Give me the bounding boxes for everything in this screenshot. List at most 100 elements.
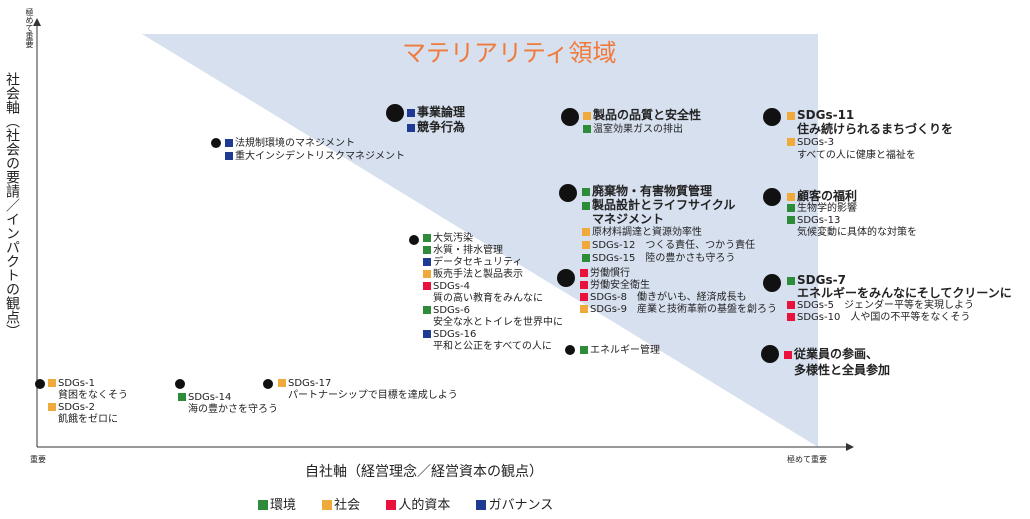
issue-marker: [409, 235, 419, 245]
issue-marker: [263, 379, 273, 389]
issue-text: エネルギー管理: [590, 345, 660, 356]
materiality-region: [142, 34, 818, 447]
issue-text: SDGs-3: [797, 137, 834, 148]
category-environment-marker: [423, 306, 431, 314]
issue-text: 労働慣行: [590, 268, 630, 279]
issue-text: 製品設計とライフサイクル: [592, 198, 736, 212]
issue-text: SDGs-9 産業と技術革新の基盤を創ろう: [590, 304, 777, 315]
issue-line: すべての人に健康と福祉を: [787, 149, 953, 162]
issue-text: SDGs-7: [797, 273, 846, 287]
issue-line: データセキュリティ: [423, 257, 563, 269]
issue-line: エネルギーをみんなにそしてクリーンに: [787, 287, 1012, 300]
issue-text: 安全な水とトイレを世界中に: [433, 317, 563, 328]
issue-line: 労働安全衛生: [580, 280, 777, 292]
issue-line: エネルギー管理: [580, 344, 660, 357]
issue-line: 重大インシデントリスクマネジメント: [225, 150, 405, 163]
legend-item: 社会: [322, 498, 360, 513]
x-axis-right-label: 極めて重要: [787, 455, 827, 464]
issue-text: SDGs-2: [58, 402, 95, 413]
issue-marker: [211, 138, 221, 148]
category-society-marker: [48, 403, 56, 411]
issue-text: マネジメント: [592, 212, 665, 226]
issue-text: SDGs-6: [433, 305, 470, 316]
issue-marker: [386, 104, 404, 122]
issue-marker: [761, 345, 779, 363]
issue-text: データセキュリティ: [433, 257, 523, 268]
legend-swatch-governance: [476, 500, 487, 510]
issue-text: 住み続けられるまちづくりを: [797, 122, 954, 136]
issue-marker: [175, 379, 185, 389]
issue-text: 海の豊かさを守ろう: [188, 404, 278, 415]
category-environment-marker: [582, 202, 590, 210]
issue-line: 生物学的影響: [787, 203, 917, 215]
issue-line: 従業員の参画、: [784, 346, 890, 362]
issue-line: SDGs-1: [48, 378, 128, 390]
issue-text: 重大インシデントリスクマネジメント: [235, 151, 405, 162]
legend-label: 環境: [270, 498, 297, 513]
issue-line: SDGs-17: [278, 378, 458, 390]
category-governance-marker: [423, 330, 431, 338]
category-environment-marker: [787, 277, 795, 285]
issue-text: 貧困をなくそう: [58, 390, 128, 401]
issue-line: 顧客の福利: [787, 190, 917, 203]
x-axis-arrow: [846, 443, 854, 451]
issue-line: パートナーシップで目標を達成しよう: [278, 390, 458, 402]
issue-text: SDGs-4: [433, 281, 470, 292]
category-society-marker: [278, 379, 286, 387]
issue-text: SDGs-12 つくる責任、つかう責任: [592, 240, 756, 251]
category-environment-marker: [787, 216, 795, 224]
issue-line: 多様性と全員参加: [784, 362, 890, 378]
issue-text: 質の高い教育をみんなに: [433, 293, 543, 304]
category-governance-marker: [407, 124, 415, 132]
issue-marker: [35, 379, 45, 389]
issue-line: 海の豊かさを守ろう: [178, 404, 278, 416]
category-environment-marker: [787, 204, 795, 212]
issue-group-regulation: 法規制環境のマネジメント重大インシデントリスクマネジメント: [225, 137, 405, 163]
issue-line: 質の高い教育をみんなに: [423, 293, 563, 305]
issue-text: SDGs-5 ジェンダー平等を実現しよう: [797, 300, 974, 311]
category-society-marker: [583, 112, 591, 120]
y-axis-top-label: 極めて重要: [25, 8, 34, 48]
category-environment-marker: [580, 346, 588, 354]
category-environment-marker: [583, 125, 591, 133]
issue-text: SDGs-15 陸の豊かさも守ろう: [592, 253, 736, 264]
legend-item: 環境: [258, 498, 296, 513]
issue-text: パートナーシップで目標を達成しよう: [288, 390, 458, 401]
issue-line: 原材料調達と資源効率性: [582, 226, 755, 239]
category-governance-marker: [225, 139, 233, 147]
issue-text: 水質・排水管理: [433, 245, 503, 256]
category-environment-marker: [582, 254, 590, 262]
issue-text: すべての人に健康と福祉を: [797, 150, 916, 161]
issue-group-energy-mgmt: エネルギー管理: [580, 344, 660, 357]
category-society-marker: [580, 305, 588, 313]
category-environment-marker: [423, 246, 431, 254]
issue-line: 事業論理: [407, 105, 465, 120]
issue-text: SDGs-17: [288, 378, 332, 389]
issue-line: SDGs-4: [423, 281, 563, 293]
x-axis-left-label: 重要: [30, 455, 46, 464]
legend-label: ガバナンス: [488, 498, 554, 513]
issue-text: SDGs-14: [188, 392, 232, 403]
issue-line: 労働慣行: [580, 268, 777, 280]
category-governance-marker: [407, 109, 415, 117]
issue-line: SDGs-6: [423, 305, 563, 317]
issue-text: SDGs-10 人や国の不平等をなくそう: [797, 312, 971, 323]
issue-text: 法規制環境のマネジメント: [235, 138, 355, 149]
category-human-marker: [580, 293, 588, 301]
issue-text: 顧客の福利: [797, 189, 858, 203]
issue-text: 大気汚染: [433, 233, 473, 244]
issue-group-quality: 製品の品質と安全性温室効果ガスの排出: [583, 108, 701, 137]
issue-line: 住み続けられるまちづくりを: [787, 122, 953, 136]
x-axis-title: 自社軸（経営理念／経営資本の観点）: [305, 464, 543, 480]
category-governance-marker: [423, 258, 431, 266]
issue-line: SDGs-8 働きがいも、経済成長も: [580, 292, 777, 304]
issue-line: 廃棄物・有害物質管理: [582, 184, 755, 198]
issue-line: 大気汚染: [423, 233, 563, 245]
issue-line: 製品設計とライフサイクル: [582, 198, 755, 212]
legend: 環境 社会 人的資本 ガバナンス: [258, 498, 553, 514]
y-axis-arrow: [33, 18, 41, 26]
